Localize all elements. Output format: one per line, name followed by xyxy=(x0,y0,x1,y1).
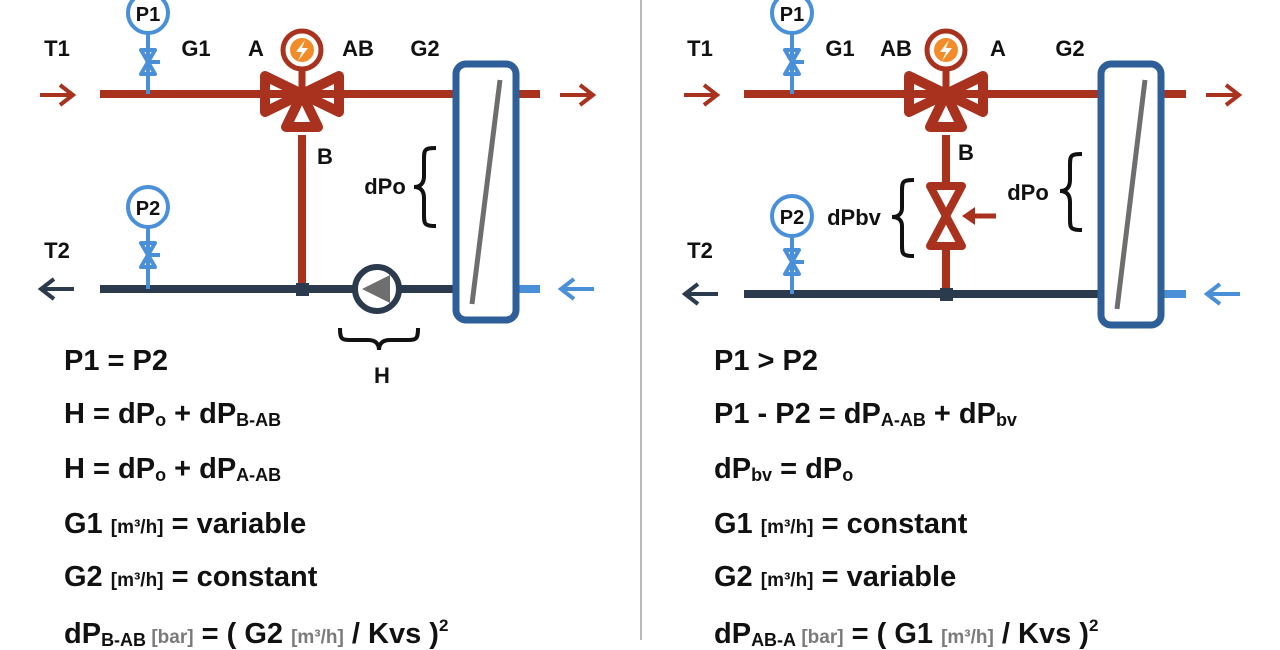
equation-pressure: P1 > P2 xyxy=(714,345,818,377)
bolt-icon xyxy=(296,40,308,61)
adjust-arrow-head xyxy=(962,207,975,225)
brace-icon xyxy=(1059,152,1083,232)
port-label-ab: AB xyxy=(342,36,374,61)
equation-pressure: P1 = P2 xyxy=(64,345,168,377)
label-dpbv: dPbv xyxy=(827,205,882,230)
equation-g1: G1 [m³/h] = variable xyxy=(64,508,307,540)
equation-dpbv: dPbv = dPo xyxy=(714,453,854,485)
flow-arrow-icon xyxy=(1203,282,1240,306)
left-schematic: P1 P2 T1 xyxy=(37,0,597,388)
gauge-label-p2: P2 xyxy=(136,198,160,220)
equation-head: H = dPo + dPB-AB xyxy=(64,398,282,430)
equation-dp: dPAB-A [bar] = ( G1 [m³/h] / Kvs )2 xyxy=(714,616,1099,650)
gauge-valve-icon xyxy=(139,48,162,76)
label-g1: G1 xyxy=(825,36,854,61)
pressure-gauge-icon xyxy=(770,194,814,238)
port-label-a: A xyxy=(990,36,1006,61)
label-g1: G1 xyxy=(181,36,210,61)
gauge-valve-icon xyxy=(783,248,806,276)
flow-arrow-icon xyxy=(37,277,74,301)
exchanger-plate xyxy=(1114,79,1148,310)
label-t2: T2 xyxy=(687,238,713,263)
equation-g2: G2 [m³/h] = constant xyxy=(64,561,318,593)
exchanger-plate xyxy=(469,79,503,305)
label-t1: T1 xyxy=(44,36,70,61)
pressure-gauge-icon xyxy=(770,0,814,35)
flow-arrow-icon xyxy=(684,83,721,107)
port-label-b: B xyxy=(317,144,333,169)
label-t2: T2 xyxy=(44,238,70,263)
gauge-valve-icon xyxy=(139,241,162,269)
flow-arrow-icon xyxy=(560,83,597,107)
balancing-valve-icon xyxy=(926,182,966,250)
flow-arrow-icon xyxy=(1206,83,1243,107)
flow-arrow-icon xyxy=(557,277,594,301)
port-label-ab: AB xyxy=(880,36,912,61)
equation-head-alt: H = dPo + dPA-AB xyxy=(64,453,282,485)
gauge-label-p1: P1 xyxy=(780,4,804,26)
equation-g1: G1 [m³/h] = constant xyxy=(714,508,968,540)
pump-arrow xyxy=(362,275,390,303)
gauge-label-p1: P1 xyxy=(136,4,160,26)
equation-pressure-diff: P1 - P2 = dPA-AB + dPbv xyxy=(714,398,1017,430)
equation-dp: dPB-AB [bar] = ( G2 [m³/h] / Kvs )2 xyxy=(64,616,449,650)
bolt-icon xyxy=(940,40,952,61)
tee-joint xyxy=(940,288,953,301)
pressure-gauge-icon xyxy=(126,185,170,229)
flow-arrow-icon xyxy=(681,282,718,306)
label-dpo: dPo xyxy=(364,174,406,199)
brace-icon xyxy=(891,178,915,258)
brace-icon xyxy=(338,327,420,351)
equation-g2: G2 [m³/h] = variable xyxy=(714,561,957,593)
right-schematic: P1 P2 xyxy=(681,0,1243,329)
label-t1: T1 xyxy=(687,36,713,61)
label-g2: G2 xyxy=(410,36,439,61)
gauge-label-p2: P2 xyxy=(780,207,804,229)
label-dpo: dPo xyxy=(1007,180,1049,205)
brace-icon xyxy=(413,146,437,228)
flow-arrow-icon xyxy=(40,83,77,107)
port-label-b: B xyxy=(958,140,974,165)
label-h: H xyxy=(374,363,390,388)
tee-joint xyxy=(296,283,309,296)
label-g2: G2 xyxy=(1055,36,1084,61)
pressure-gauge-icon xyxy=(126,0,170,35)
gauge-valve-icon xyxy=(783,48,806,76)
port-label-a: A xyxy=(248,36,264,61)
